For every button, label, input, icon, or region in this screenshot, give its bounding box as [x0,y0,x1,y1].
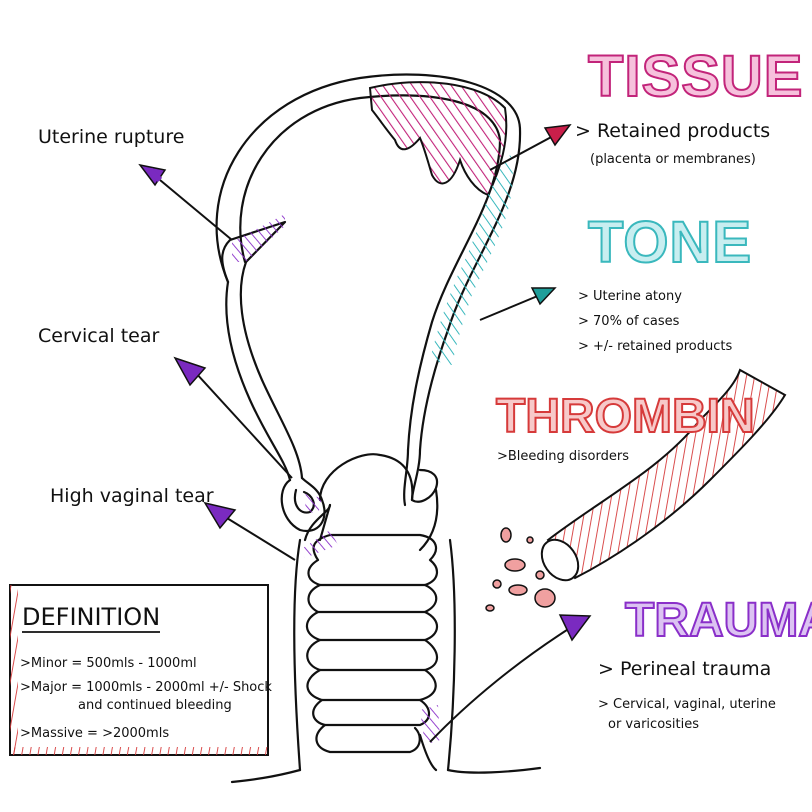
arrow-high-vaginal-tear [203,501,296,561]
cervical-tear-hatch [304,494,322,515]
heading-trauma: TRAUMA [625,594,812,647]
tissue-hatch-area [368,81,508,197]
definition-minor: >Minor = 500mls - 1000ml [20,656,197,671]
definition-massive: >Massive = >2000mls [20,726,169,741]
rupture-hatch [232,214,285,262]
definition-major-1: >Major = 1000mls - 2000ml +/- Shock [20,680,272,695]
heading-tissue: TISSUE [588,44,804,109]
perineal-hatch [420,705,440,745]
arrow-trauma [429,614,592,743]
trauma-line2: > Cervical, vaginal, uterine [598,697,776,712]
tone-item-3: > +/- retained products [578,339,732,354]
vaginal-tear-hatch [300,530,338,558]
uterus-outline [215,73,542,784]
label-uterine-rupture: Uterine rupture [38,126,184,148]
arrow-cervical-tear [173,356,293,479]
heading-thrombin: THROMBIN [496,390,755,443]
thrombin-line1: >Bleeding disorders [497,449,629,464]
heading-tone: TONE [588,210,752,275]
trauma-line3: or varicosities [608,717,699,732]
definition-major-2: and continued bleeding [78,698,232,713]
definition-title: DEFINITION [22,603,160,631]
blood-droplets [485,527,556,612]
arrow-tissue [489,124,572,171]
trauma-line1: > Perineal trauma [598,658,771,680]
tone-hatch-area [430,155,513,365]
definition-box: DEFINITION >Minor = 500mls - 1000ml >Maj… [9,584,272,756]
label-cervical-tear: Cervical tear [38,325,159,347]
blood-vessel [540,368,787,582]
tone-item-2: > 70% of cases [578,314,680,329]
arrow-tone [479,287,557,321]
label-high-vaginal-tear: High vaginal tear [50,485,214,507]
tone-item-1: > Uterine atony [578,289,682,304]
arrow-uterine-rupture [138,163,233,241]
tissue-line2: (placenta or membranes) [590,152,756,167]
tissue-line1: > Retained products [575,120,770,142]
